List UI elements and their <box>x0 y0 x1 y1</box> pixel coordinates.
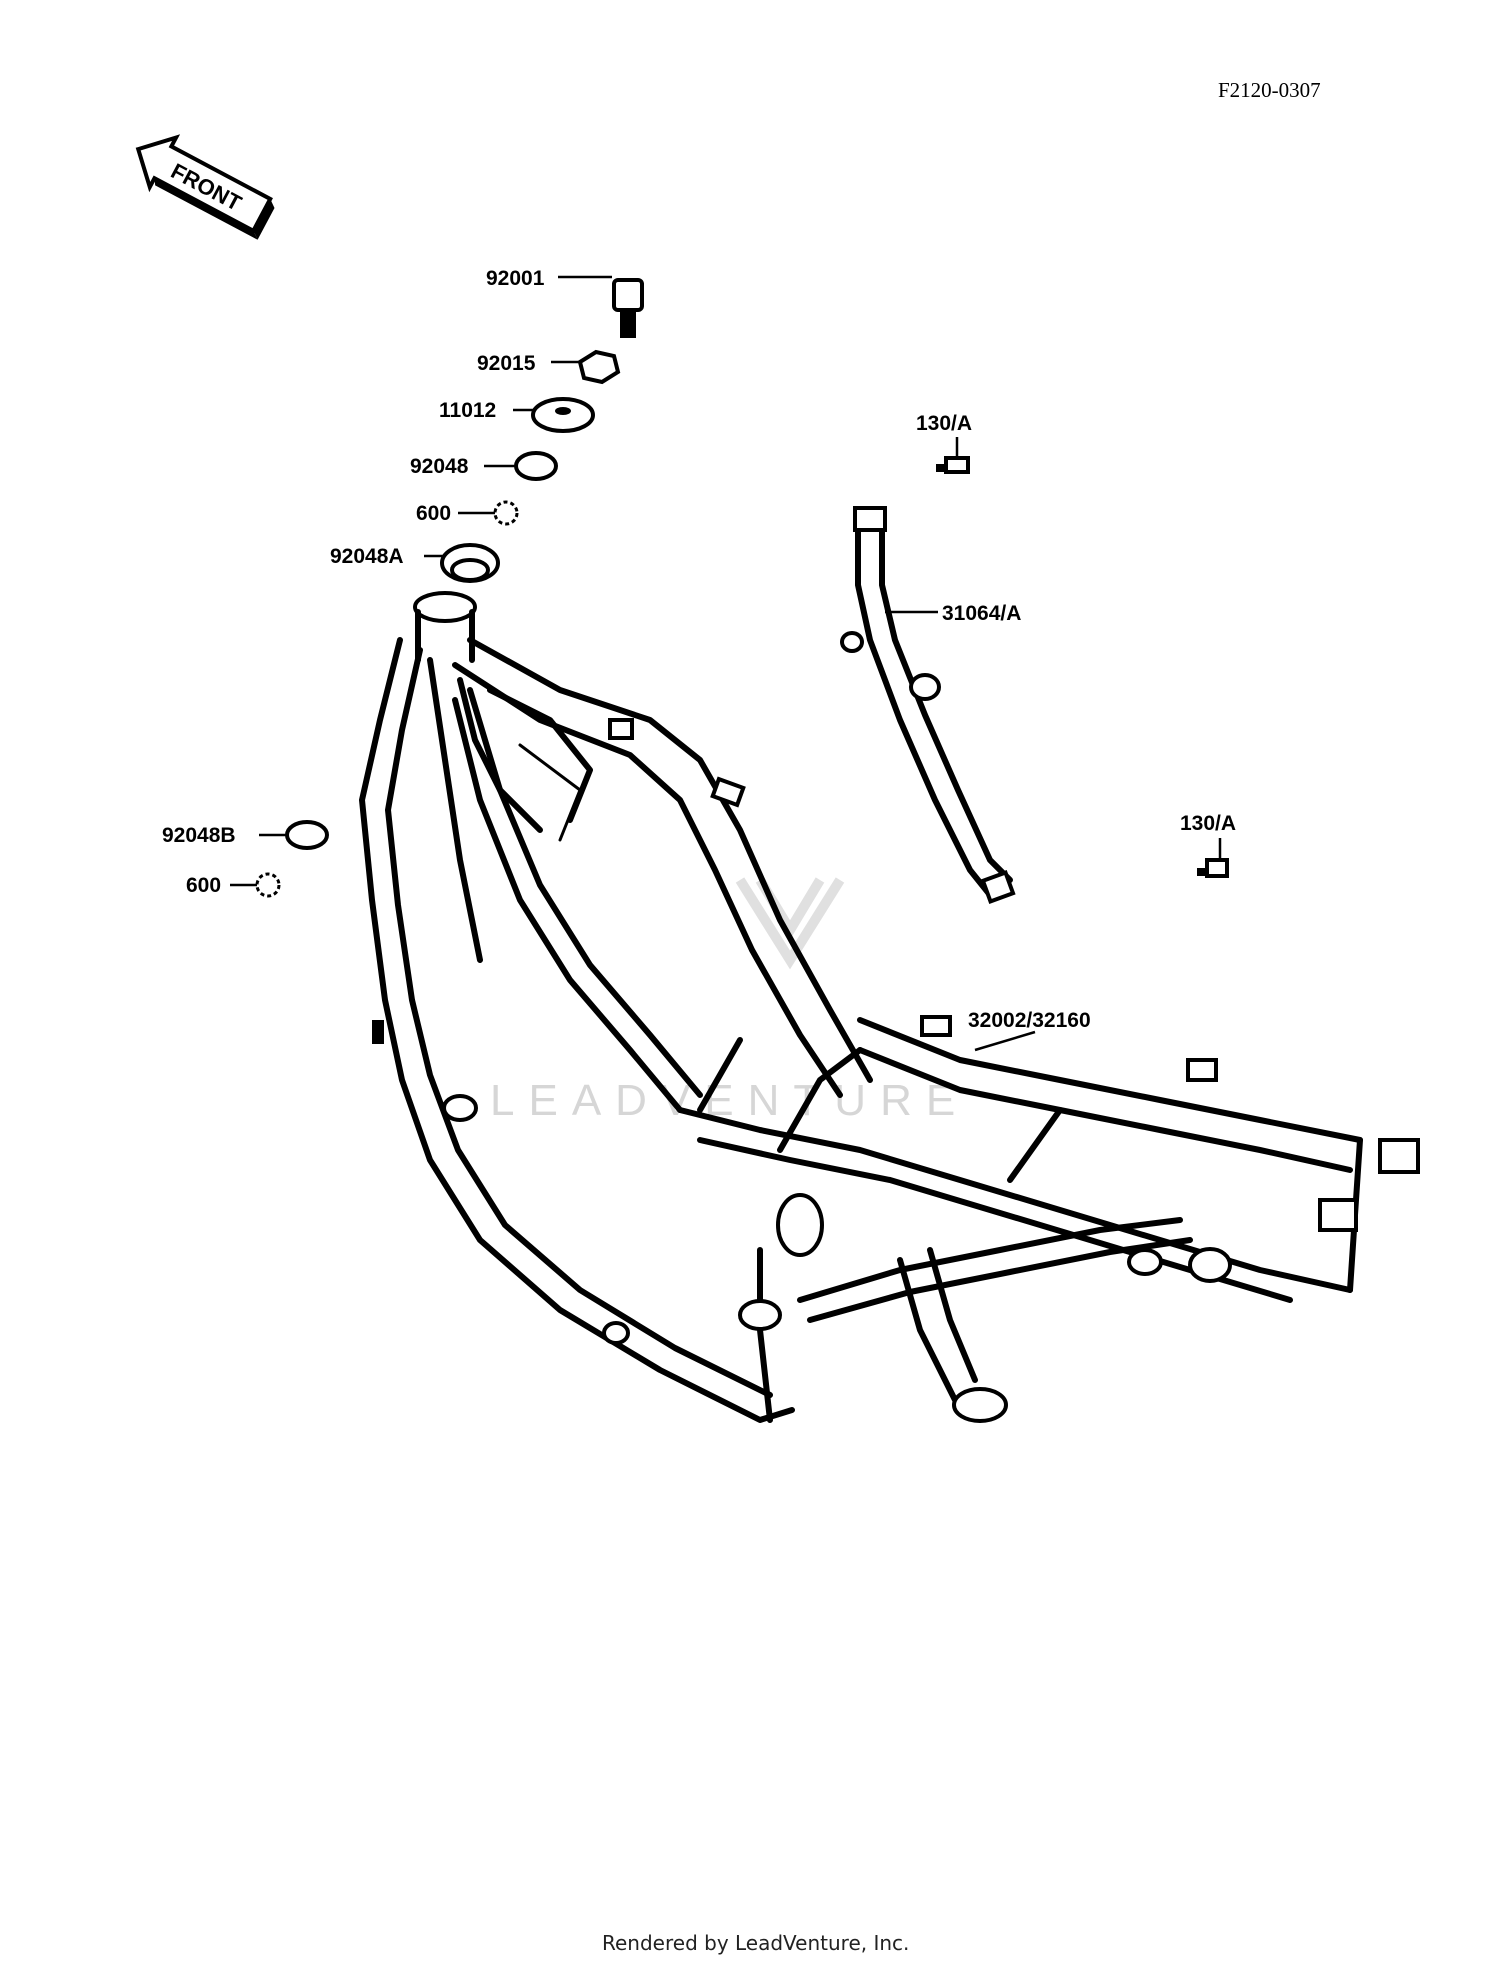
front-arrow-icon: FRONT <box>135 134 275 240</box>
callout-130A-right: 130/A <box>1180 812 1236 835</box>
callout-31064A: 31064/A <box>942 602 1021 625</box>
footer-credit: Rendered by LeadVenture, Inc. <box>602 1931 909 1955</box>
leader-lines <box>230 275 1222 1052</box>
washer-11012 <box>531 397 595 433</box>
bolt-130A-right-icon <box>1197 858 1229 878</box>
watermark: LEADVENTURE <box>490 877 969 1125</box>
callout-600-top: 600 <box>416 502 451 525</box>
callout-130A-top: 130/A <box>916 412 972 435</box>
sub-frame <box>840 506 1016 905</box>
callout-92048B: 92048B <box>162 824 236 847</box>
bolt-92001 <box>612 278 644 338</box>
bearing-92048 <box>514 451 558 481</box>
callout-600-side: 600 <box>186 874 221 897</box>
callout-92015: 92015 <box>477 352 536 375</box>
bearing-92048A <box>440 543 500 583</box>
callout-92001: 92001 <box>486 267 545 290</box>
watermark-text: LEADVENTURE <box>490 1076 969 1125</box>
bolt-130A-top-icon <box>936 456 970 474</box>
callout-11012: 11012 <box>439 399 496 422</box>
ring-600-top-icon <box>493 500 519 526</box>
callout-92048A: 92048A <box>330 545 404 568</box>
main-frame <box>359 591 1420 1423</box>
callout-92048: 92048 <box>410 455 469 478</box>
ring-600-side-icon <box>255 872 281 898</box>
nut-92015 <box>577 349 621 385</box>
callout-32002-32160: 32002/32160 <box>968 1009 1091 1032</box>
bearing-92048B <box>285 820 329 850</box>
diagram-code: F2120-0307 <box>1218 78 1321 102</box>
